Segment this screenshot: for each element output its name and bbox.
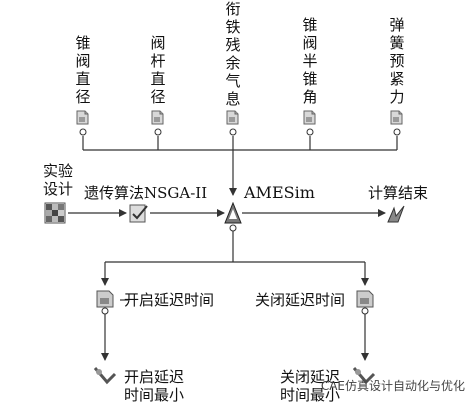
param-label-armature-gap: 衔铁残余气息 [225, 0, 241, 108]
objective-close-label: 关闭延迟时间最小 [280, 368, 341, 404]
response-icon[interactable] [95, 289, 115, 309]
param-label-cone-half-angle: 锥阀半锥角 [302, 16, 318, 106]
parameter-doc-icon[interactable] [151, 110, 164, 125]
watermark: CAE仿真设计自动化与优化 [320, 379, 465, 393]
parameter-doc-icon[interactable] [76, 110, 89, 125]
optimizer-icon[interactable] [128, 202, 150, 224]
objective-open-label: 开启延迟时间最小 [124, 368, 185, 404]
parameter-doc-icon[interactable] [390, 110, 403, 125]
amesim-icon[interactable] [224, 202, 242, 224]
end-label: 计算结束 [368, 184, 429, 202]
param-label-cone-diameter: 锥阀直径 [75, 34, 91, 106]
parameter-doc-icon[interactable] [226, 110, 239, 125]
finish-flag-icon[interactable] [386, 204, 406, 224]
param-label-stem-diameter: 阀杆直径 [150, 34, 166, 106]
parameter-doc-icon[interactable] [303, 110, 316, 125]
param-label-spring-preload: 弹簧预紧力 [389, 16, 405, 106]
response-close-delay-label: 关闭延迟时间 [255, 291, 346, 309]
objective-icon[interactable] [93, 364, 117, 386]
response-icon[interactable] [355, 289, 375, 309]
response-open-delay-label: 开启延迟时间 [124, 291, 215, 309]
objective-icon[interactable] [352, 364, 376, 386]
doe-label: 实验设计 [42, 162, 73, 198]
optimizer-label: 遗传算法NSGA-II [84, 184, 208, 202]
doe-grid-icon[interactable] [44, 202, 66, 224]
solver-label: AMESim [244, 183, 315, 202]
